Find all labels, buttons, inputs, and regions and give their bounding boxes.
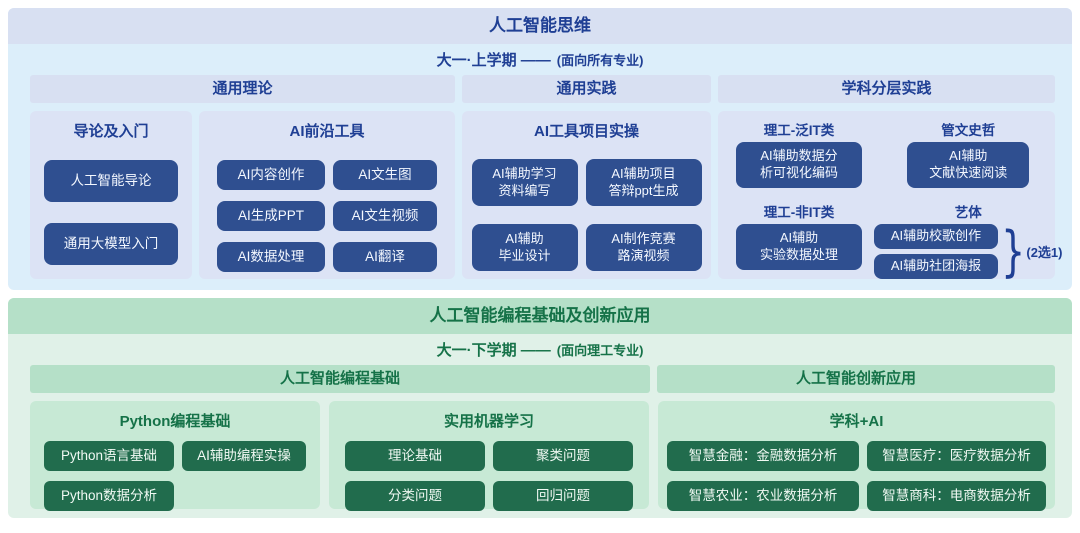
audience-note: (面向理工专业) (556, 343, 644, 358)
course-chip: AI辅助 实验数据处理 (736, 224, 862, 270)
layered-group-it: 理工-泛IT类 AI辅助数据分 析可视化编码 (732, 119, 866, 188)
group-header-general-practice: 通用实践 (462, 75, 711, 103)
section-title: 人工智能编程基础及创新应用 (8, 298, 1072, 334)
practice-chip-grid: AI辅助学习 资料编写 AI辅助项目 答辩ppt生成 AI辅助 毕业设计 AI制… (462, 159, 711, 271)
category-label: 理工-泛IT类 (763, 123, 835, 138)
category-label: 管文史哲 (941, 123, 996, 138)
panel-python-basics: Python编程基础 Python语言基础 AI辅助编程实操 Python数据分… (30, 401, 320, 511)
course-chip: AI数据处理 (217, 242, 325, 272)
course-chip: AI辅助校歌创作 (874, 224, 998, 249)
panel-row: Python编程基础 Python语言基础 AI辅助编程实操 Python数据分… (30, 401, 1055, 511)
course-chip: AI翻译 (333, 242, 437, 272)
course-chip: AI生成PPT (217, 201, 325, 231)
group-header-row: 通用理论 通用实践 学科分层实践 (30, 75, 1055, 103)
course-chip: AI辅助编程实操 (182, 441, 306, 471)
audience-note: (面向所有专业) (556, 53, 644, 68)
course-chip: 智慧商科：电商数据分析 (867, 481, 1046, 511)
course-chip: 人工智能导论 (44, 160, 178, 202)
panel-project-practice: AI工具项目实操 AI辅助学习 资料编写 AI辅助项目 答辩ppt生成 AI辅助… (462, 111, 711, 279)
semester-label: 大一·上学期 —— (436, 52, 551, 69)
semester-subtitle-row: 大一·下学期 —— (面向理工专业) (8, 334, 1072, 365)
course-chip: 智慧医疗：医疗数据分析 (867, 441, 1046, 471)
layered-group-arts: 艺体 AI辅助校歌创作 AI辅助社团海报 } (2选1) (874, 201, 1062, 279)
panel-heading: Python编程基础 (119, 413, 231, 430)
panel-discipline-ai: 学科+AI 智慧金融：金融数据分析 智慧医疗：医疗数据分析 智慧农业：农业数据分… (658, 401, 1055, 511)
course-chip: AI辅助项目 答辩ppt生成 (585, 159, 702, 206)
layered-grid: 理工-泛IT类 AI辅助数据分 析可视化编码 管文史哲 AI辅助 文献快速阅读 … (732, 119, 1062, 279)
tools-chip-grid: AI内容创作 AI文生图 AI生成PPT AI文生视频 AI数据处理 AI翻译 (199, 160, 455, 272)
section-ai-thinking: 人工智能思维 大一·上学期 —— (面向所有专业) 通用理论 通用实践 学科分层… (8, 8, 1072, 290)
panel-machine-learning: 实用机器学习 理论基础 聚类问题 分类问题 回归问题 (329, 401, 649, 511)
course-chip: AI制作竞赛 路演视频 (585, 224, 702, 271)
course-chip: Python数据分析 (44, 481, 174, 511)
course-chip: 智慧农业：农业数据分析 (667, 481, 859, 511)
course-chip: AI辅助学习 资料编写 (471, 159, 578, 206)
python-chip-grid: Python语言基础 AI辅助编程实操 Python数据分析 (30, 441, 320, 511)
panel-ai-tools: AI前沿工具 AI内容创作 AI文生图 AI生成PPT AI文生视频 AI数据处… (199, 111, 455, 279)
panel-heading: AI工具项目实操 (533, 123, 639, 140)
category-label: 理工-非IT类 (763, 205, 835, 220)
course-chip: AI文生图 (333, 160, 437, 190)
arts-choice-row: AI辅助校歌创作 AI辅助社团海报 } (2选1) (874, 224, 1062, 279)
ml-chip-grid: 理论基础 聚类问题 分类问题 回归问题 (329, 441, 649, 511)
choice-brace-glyph: } (1001, 220, 1026, 283)
course-chip: AI文生视频 (333, 201, 437, 231)
group-header-layered-practice: 学科分层实践 (718, 75, 1055, 103)
course-chip: AI辅助 文献快速阅读 (907, 142, 1030, 188)
semester-label: 大一·下学期 —— (436, 342, 551, 359)
section-ai-programming: 人工智能编程基础及创新应用 大一·下学期 —— (面向理工专业) 人工智能编程基… (8, 298, 1072, 518)
panel-row: 导论及入门 人工智能导论 通用大模型入门 AI前沿工具 AI内容创作 AI文生图… (30, 111, 1062, 279)
choice-note: (2选1) (1026, 245, 1063, 260)
group-header-general-theory: 通用理论 (30, 75, 455, 103)
course-chip: 通用大模型入门 (44, 223, 178, 265)
panel-heading: 学科+AI (829, 413, 884, 430)
panel-heading: AI前沿工具 (289, 123, 365, 140)
empty-cell (182, 481, 306, 511)
category-label: 艺体 (954, 205, 982, 220)
group-header-row: 人工智能编程基础 人工智能创新应用 (30, 365, 1055, 393)
group-header-innovation-apps: 人工智能创新应用 (657, 365, 1055, 393)
course-chip: 分类问题 (345, 481, 485, 511)
panel-heading: 实用机器学习 (443, 413, 534, 430)
course-chip: AI内容创作 (217, 160, 325, 190)
panel-layered-practice: 理工-泛IT类 AI辅助数据分 析可视化编码 管文史哲 AI辅助 文献快速阅读 … (718, 111, 1062, 279)
course-chip: 理论基础 (345, 441, 485, 471)
course-chip: 智慧金融：金融数据分析 (667, 441, 859, 471)
course-chip: AI辅助 毕业设计 (471, 224, 578, 271)
semester-subtitle-row: 大一·上学期 —— (面向所有专业) (8, 44, 1072, 75)
course-chip: Python语言基础 (44, 441, 174, 471)
group-header-programming-basics: 人工智能编程基础 (30, 365, 650, 393)
course-chip: 聚类问题 (493, 441, 633, 471)
apps-chip-grid: 智慧金融：金融数据分析 智慧医疗：医疗数据分析 智慧农业：农业数据分析 智慧商科… (658, 441, 1055, 511)
layered-group-humanities: 管文史哲 AI辅助 文献快速阅读 (874, 119, 1062, 188)
course-chip: AI辅助社团海报 (874, 254, 998, 279)
section-title: 人工智能思维 (8, 8, 1072, 44)
panel-intro: 导论及入门 人工智能导论 通用大模型入门 (30, 111, 192, 279)
course-chip: AI辅助数据分 析可视化编码 (736, 142, 862, 188)
panel-heading: 导论及入门 (73, 123, 149, 140)
arts-chip-stack: AI辅助校歌创作 AI辅助社团海报 (874, 224, 998, 279)
intro-chip-stack: 人工智能导论 通用大模型入门 (30, 142, 192, 265)
layered-group-non-it: 理工-非IT类 AI辅助 实验数据处理 (732, 201, 866, 279)
course-chip: 回归问题 (493, 481, 633, 511)
